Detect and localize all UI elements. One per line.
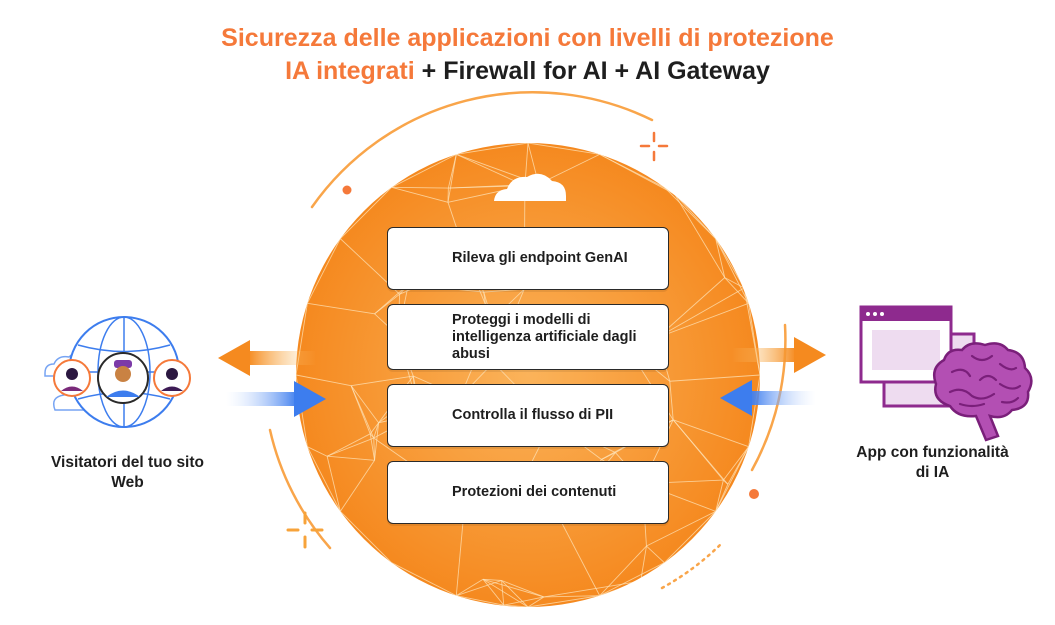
mesh-line <box>657 287 745 338</box>
visitors-caption: Visitatori del tuo sito Web <box>50 454 204 491</box>
mesh-line <box>456 580 502 597</box>
mesh-line <box>326 433 371 457</box>
mesh-line <box>307 446 328 457</box>
card-label: Protezioni dei contenuti <box>452 484 617 500</box>
mesh-line <box>373 438 376 461</box>
mesh-line <box>369 433 376 461</box>
ring-dot <box>749 489 759 499</box>
mesh-line <box>503 604 529 607</box>
card-control-pii-flow: Controlla il flusso di PII <box>387 384 669 447</box>
mesh-line <box>327 455 375 461</box>
network-sphere <box>296 143 760 607</box>
mesh-line <box>646 510 716 547</box>
mesh-line <box>482 579 505 606</box>
card-detect-genai-endpoints: Rileva gli endpoint GenAI <box>387 227 669 290</box>
title-line-1: Sicurezza delle applicazioni con livelli… <box>221 24 834 52</box>
mesh-line <box>351 375 414 387</box>
mesh-line <box>501 580 505 606</box>
incoming-arrow-left <box>226 381 326 417</box>
card-label: Proteggi i modelli di intelligenza artif… <box>452 311 637 362</box>
cloud-logo-icon <box>494 173 566 201</box>
mesh-line <box>369 422 379 435</box>
mesh-line <box>306 446 341 512</box>
mesh-line <box>326 456 341 512</box>
mesh-line <box>599 545 647 596</box>
mesh-line <box>501 580 529 607</box>
mesh-line <box>723 446 750 481</box>
ring-dot <box>342 185 352 195</box>
ai-app-illustration <box>859 305 1033 442</box>
outer-ring <box>268 91 787 590</box>
mesh-line <box>646 545 665 564</box>
mesh-line <box>715 238 745 289</box>
mesh-line <box>672 419 729 485</box>
sparkle-icon <box>639 131 669 162</box>
mesh-line <box>326 437 374 457</box>
mesh-line <box>456 578 484 597</box>
mesh-line <box>715 238 750 304</box>
mesh-line <box>339 186 392 239</box>
card-protect-ai-models: Proteggi i modelli di intelligenza artif… <box>387 304 669 370</box>
diagram-title: Sicurezza delle applicazioni con livelli… <box>0 22 1055 88</box>
mesh-line <box>715 446 750 512</box>
mesh-line <box>673 419 749 448</box>
mesh-line <box>724 277 745 289</box>
mesh-line <box>350 385 375 439</box>
card-label: Controlla il flusso di PII <box>452 407 614 423</box>
mesh-line <box>674 193 726 278</box>
mesh-line <box>715 480 724 512</box>
mesh-line <box>543 595 600 598</box>
mesh-line <box>664 186 717 239</box>
mesh-line <box>669 374 760 382</box>
mesh-line <box>715 238 726 278</box>
mesh-line <box>339 460 375 512</box>
mesh-line <box>447 154 457 203</box>
mesh-line <box>483 578 502 581</box>
mesh-line <box>306 238 341 304</box>
outgoing-arrow-right <box>732 337 826 373</box>
mesh-line <box>369 433 375 439</box>
mesh-line <box>657 302 749 338</box>
title-highlight: IA integrati <box>285 57 415 85</box>
mesh-line <box>391 153 457 188</box>
mesh-line <box>374 422 380 461</box>
mesh-line <box>391 186 449 189</box>
mesh-line <box>447 154 457 189</box>
title-rest: + Firewall for AI + AI Gateway <box>414 57 770 85</box>
card-content-protections: Protezioni dei contenuti <box>387 461 669 524</box>
incoming-arrow-right <box>720 380 816 416</box>
mesh-line <box>350 385 379 424</box>
mesh-line <box>527 596 545 607</box>
mesh-line <box>456 143 529 155</box>
mesh-line <box>599 562 665 597</box>
mesh-line <box>724 277 749 304</box>
ai-app-caption: App con funzionalità di IA <box>856 444 1009 481</box>
mesh-line <box>543 580 641 598</box>
mesh-line <box>456 595 504 606</box>
mesh-line <box>640 545 647 582</box>
mesh-line <box>339 511 392 564</box>
mesh-line <box>296 374 352 387</box>
mesh-line <box>503 596 544 606</box>
sparkle-icon <box>286 511 324 549</box>
visitors-illustration <box>44 316 191 428</box>
outgoing-arrow-left <box>218 340 316 376</box>
mesh-line <box>391 562 457 597</box>
mesh-line <box>307 302 375 315</box>
mesh-line <box>373 422 380 439</box>
mesh-line <box>599 153 665 188</box>
mesh-line <box>501 580 545 598</box>
card-label: Rileva gli endpoint GenAI <box>452 250 628 266</box>
mesh-line <box>669 381 674 420</box>
mesh-line <box>527 595 600 607</box>
mesh-line <box>482 578 544 598</box>
mesh-line <box>748 303 760 376</box>
mesh-line <box>748 374 760 447</box>
brain-icon <box>933 342 1033 442</box>
mesh-line <box>664 511 717 564</box>
mesh-line <box>559 519 601 596</box>
mesh-line <box>527 143 600 155</box>
mesh-line <box>391 186 449 203</box>
